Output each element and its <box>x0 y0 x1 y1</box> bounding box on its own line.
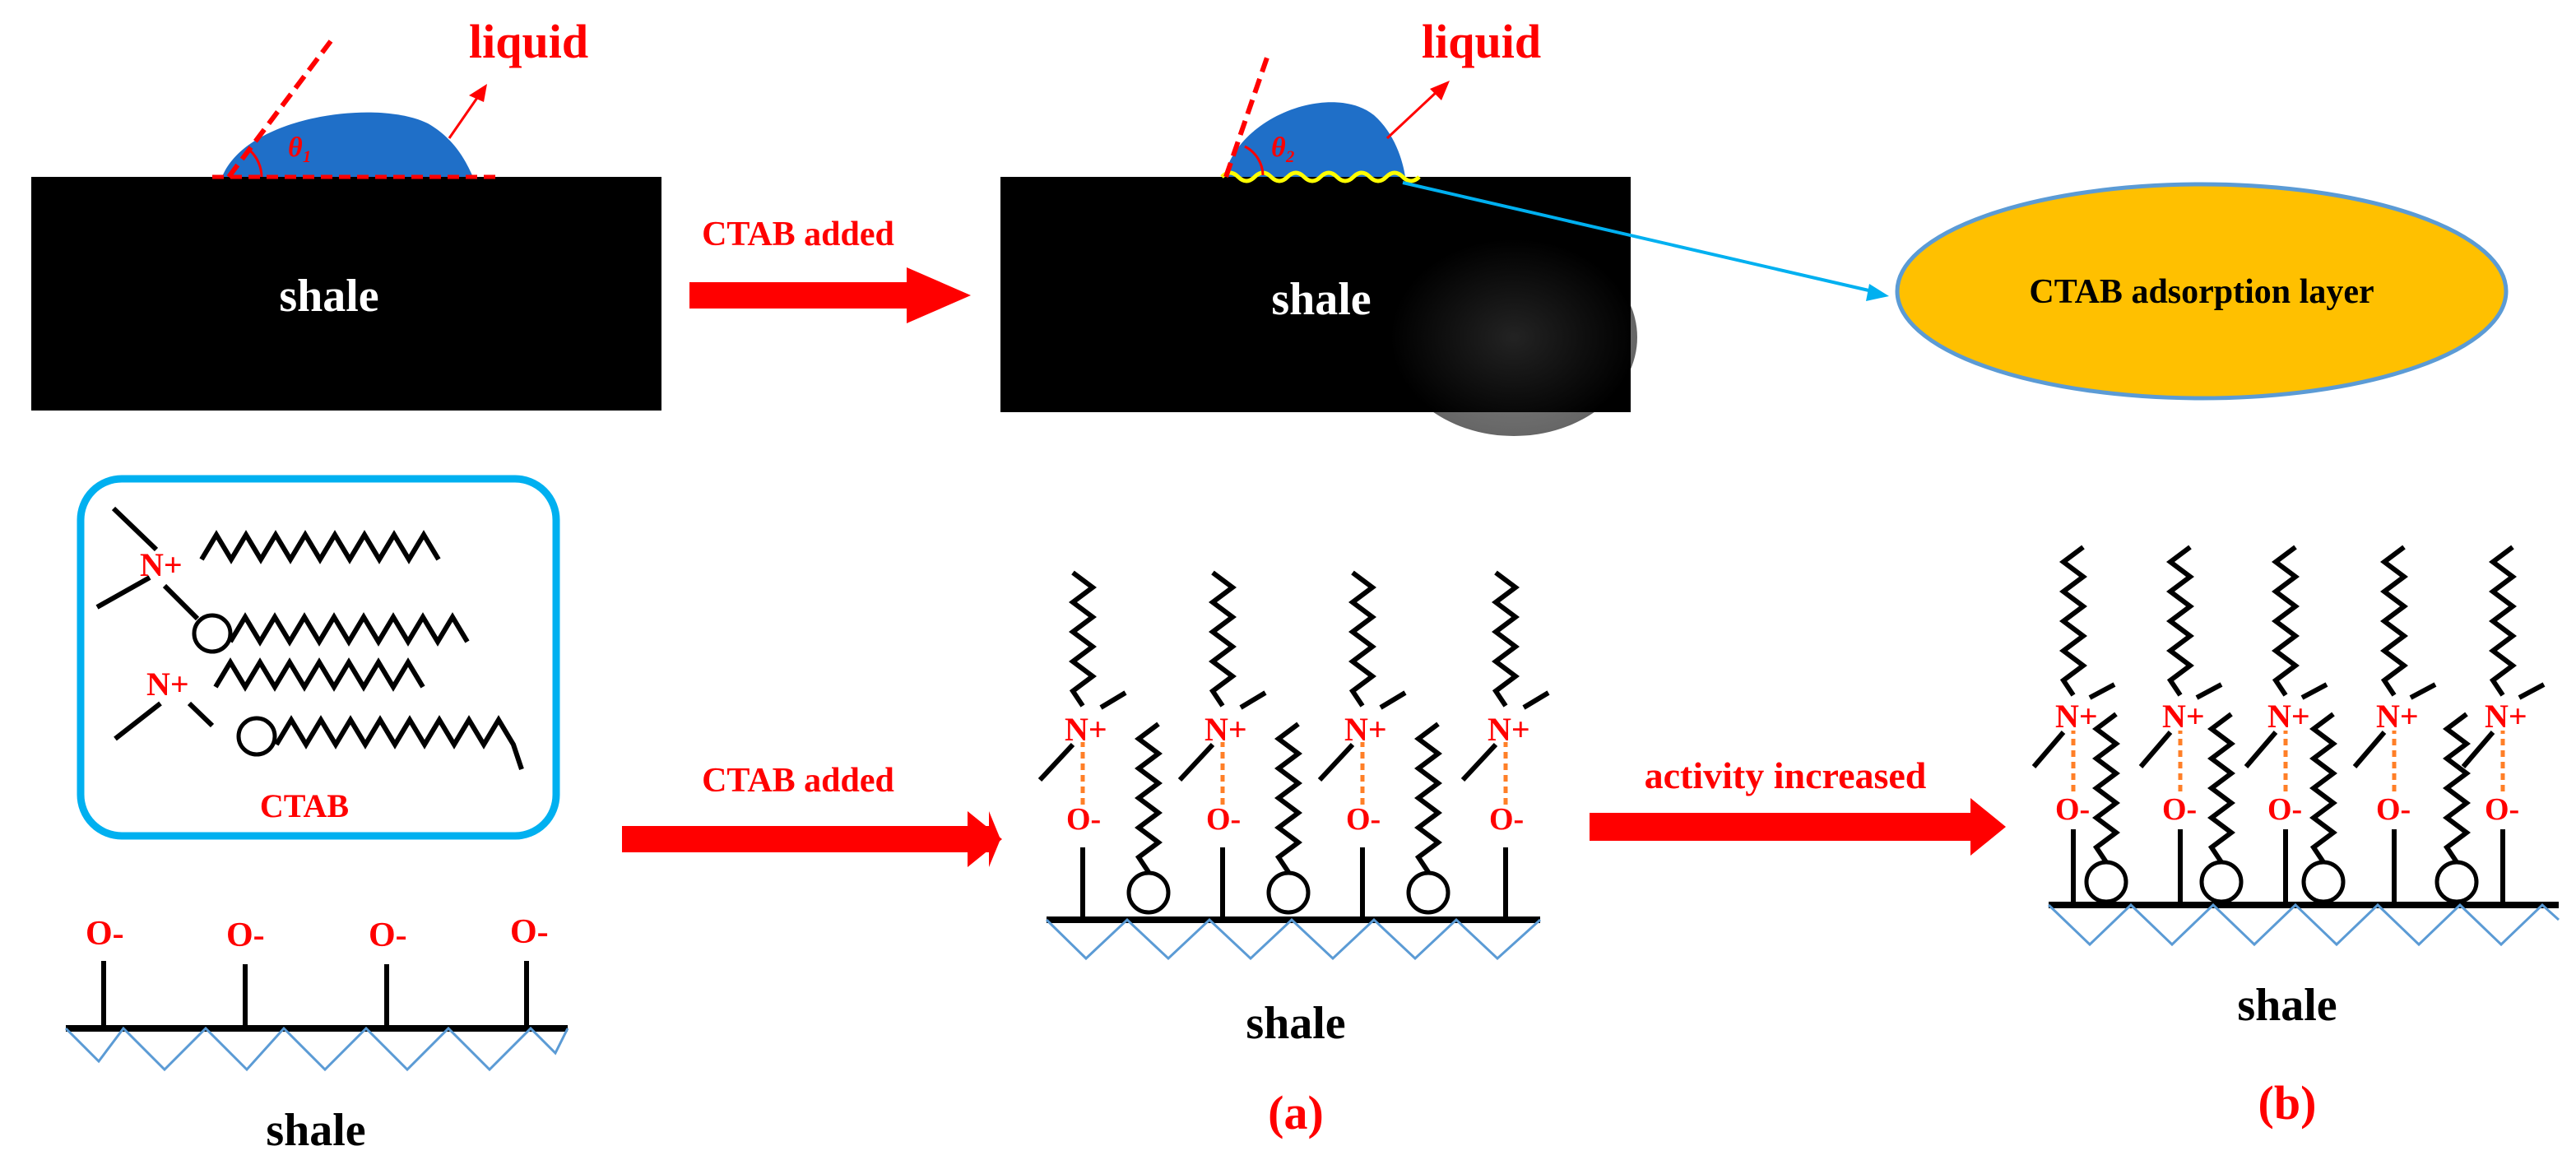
o-minus-label: O- <box>86 915 124 953</box>
n-plus-label: N+ <box>146 666 189 703</box>
alkyl-chain <box>2166 545 2194 697</box>
alkyl-chain <box>2207 712 2235 864</box>
theta1-label: θ₁ <box>288 132 313 163</box>
o-minus-label: O- <box>2267 792 2302 827</box>
head-group-circle <box>2084 860 2128 904</box>
alkyl-chain <box>2489 545 2517 697</box>
head-group-circle <box>2434 860 2479 904</box>
alkyl-chain <box>2272 545 2300 697</box>
panel-b-adsorbed: shale (b) O- N+ O- N+ O- N+ O- N+ O- N+ <box>2031 545 2560 1130</box>
methyl-group <box>2518 682 2546 700</box>
methyl-group <box>1037 742 1075 782</box>
o-minus-label: O- <box>1346 802 1381 837</box>
shale-label: shale <box>266 1105 365 1156</box>
o-minus-label: O- <box>369 916 407 954</box>
o-minus-label: O- <box>1489 802 1524 837</box>
shale-label: shale <box>1246 998 1345 1049</box>
methyl-group <box>1460 742 1498 782</box>
head-group-circle <box>1266 870 1311 915</box>
adsorption-layer-connector <box>1402 181 1889 301</box>
o-minus-label: O- <box>2055 792 2090 827</box>
methyl-group <box>1317 742 1355 782</box>
ctab-added-label: CTAB added <box>702 216 894 253</box>
head-group-circle <box>1126 870 1171 915</box>
ctab-added-arrow-top: CTAB added <box>689 216 971 323</box>
alkyl-chain <box>1069 570 1097 708</box>
ctab-box-label: CTAB <box>260 787 349 824</box>
panel-a-adsorbed: shale (a) O- N+ O- N+ O- N+ O- N+ <box>1037 570 1550 1139</box>
alkyl-chain <box>2309 712 2337 864</box>
n-plus-label: N+ <box>1204 711 1247 748</box>
alkyl-chain <box>1209 570 1237 708</box>
o-minus-label: O- <box>2376 792 2411 827</box>
adsorption-layer-label: CTAB adsorption layer <box>2029 273 2374 311</box>
methyl-group <box>2088 682 2116 700</box>
methyl-group <box>1177 742 1215 782</box>
methyl-group <box>2352 731 2387 768</box>
n-plus-label: N+ <box>2055 698 2098 735</box>
methyl-group <box>2300 682 2328 700</box>
methyl-group <box>1379 690 1407 710</box>
alkyl-chain <box>1348 570 1376 708</box>
n-plus-label: N+ <box>140 546 183 583</box>
alkyl-chain <box>2443 712 2471 864</box>
shale-label: shale <box>1271 274 1371 325</box>
liquid-droplet-right: θ₂ liquid <box>1220 15 1541 183</box>
alkyl-chain <box>2059 545 2087 697</box>
alkyl-chain <box>1135 722 1163 874</box>
alkyl-chain <box>1492 570 1520 708</box>
n-plus-label: N+ <box>2376 698 2419 735</box>
o-minus-label: O- <box>1066 802 1101 837</box>
head-group-circle <box>1406 870 1450 915</box>
n-plus-label: N+ <box>2162 698 2205 735</box>
n-plus-label: N+ <box>1488 711 1530 748</box>
shale-block-right: shale <box>1000 177 1637 436</box>
activity-increased-label: activity increased <box>1645 754 1927 796</box>
methyl-group <box>2195 682 2223 700</box>
bare-shale-surface: O- O- O- O- shale <box>64 913 569 1156</box>
liquid-droplet-left: θ₁ liquid <box>212 15 588 179</box>
methyl-group <box>1522 690 1550 710</box>
o-minus-label: O- <box>1206 802 1241 837</box>
shale-label: shale <box>2237 980 2337 1031</box>
ctab-added-arrow-bottom: CTAB added <box>622 762 1002 867</box>
head-group-circle <box>2301 860 2346 904</box>
alkyl-chain <box>1414 722 1442 874</box>
methyl-group <box>2138 731 2173 768</box>
methyl-group <box>1239 690 1267 710</box>
methyl-group <box>2409 682 2437 700</box>
theta2-label: θ₂ <box>1271 132 1296 163</box>
o-minus-label: O- <box>226 916 265 954</box>
n-plus-label: N+ <box>1065 711 1107 748</box>
liquid-label: liquid <box>1422 15 1541 68</box>
panel-a-label: (a) <box>1268 1086 1324 1139</box>
ctab-molecule-box: N+ N+ CTAB <box>77 475 560 840</box>
n-plus-label: N+ <box>1344 711 1387 748</box>
shale-block-left: shale <box>31 177 661 411</box>
o-minus-label: O- <box>2162 792 2197 827</box>
activity-increased-arrow: activity increased <box>1590 754 2006 856</box>
methyl-group <box>2461 731 2495 768</box>
o-minus-label: O- <box>510 913 549 951</box>
n-plus-label: N+ <box>2485 698 2527 735</box>
methyl-group <box>1099 690 1127 710</box>
methyl-group <box>2244 731 2278 768</box>
head-group-circle <box>2199 860 2244 904</box>
alkyl-chain <box>2380 545 2408 697</box>
ctab-added-label: CTAB added <box>702 762 894 800</box>
shale-label: shale <box>279 271 378 322</box>
adsorption-layer-ellipse: CTAB adsorption layer <box>1895 182 2509 401</box>
liquid-label: liquid <box>469 15 588 68</box>
panel-b-label: (b) <box>2258 1076 2317 1130</box>
adsorption-wave <box>1220 170 1421 183</box>
alkyl-chain <box>1274 722 1302 874</box>
alkyl-chain <box>2092 712 2120 864</box>
methyl-group <box>2031 731 2066 768</box>
o-minus-label: O- <box>2485 792 2519 827</box>
n-plus-label: N+ <box>2267 698 2310 735</box>
